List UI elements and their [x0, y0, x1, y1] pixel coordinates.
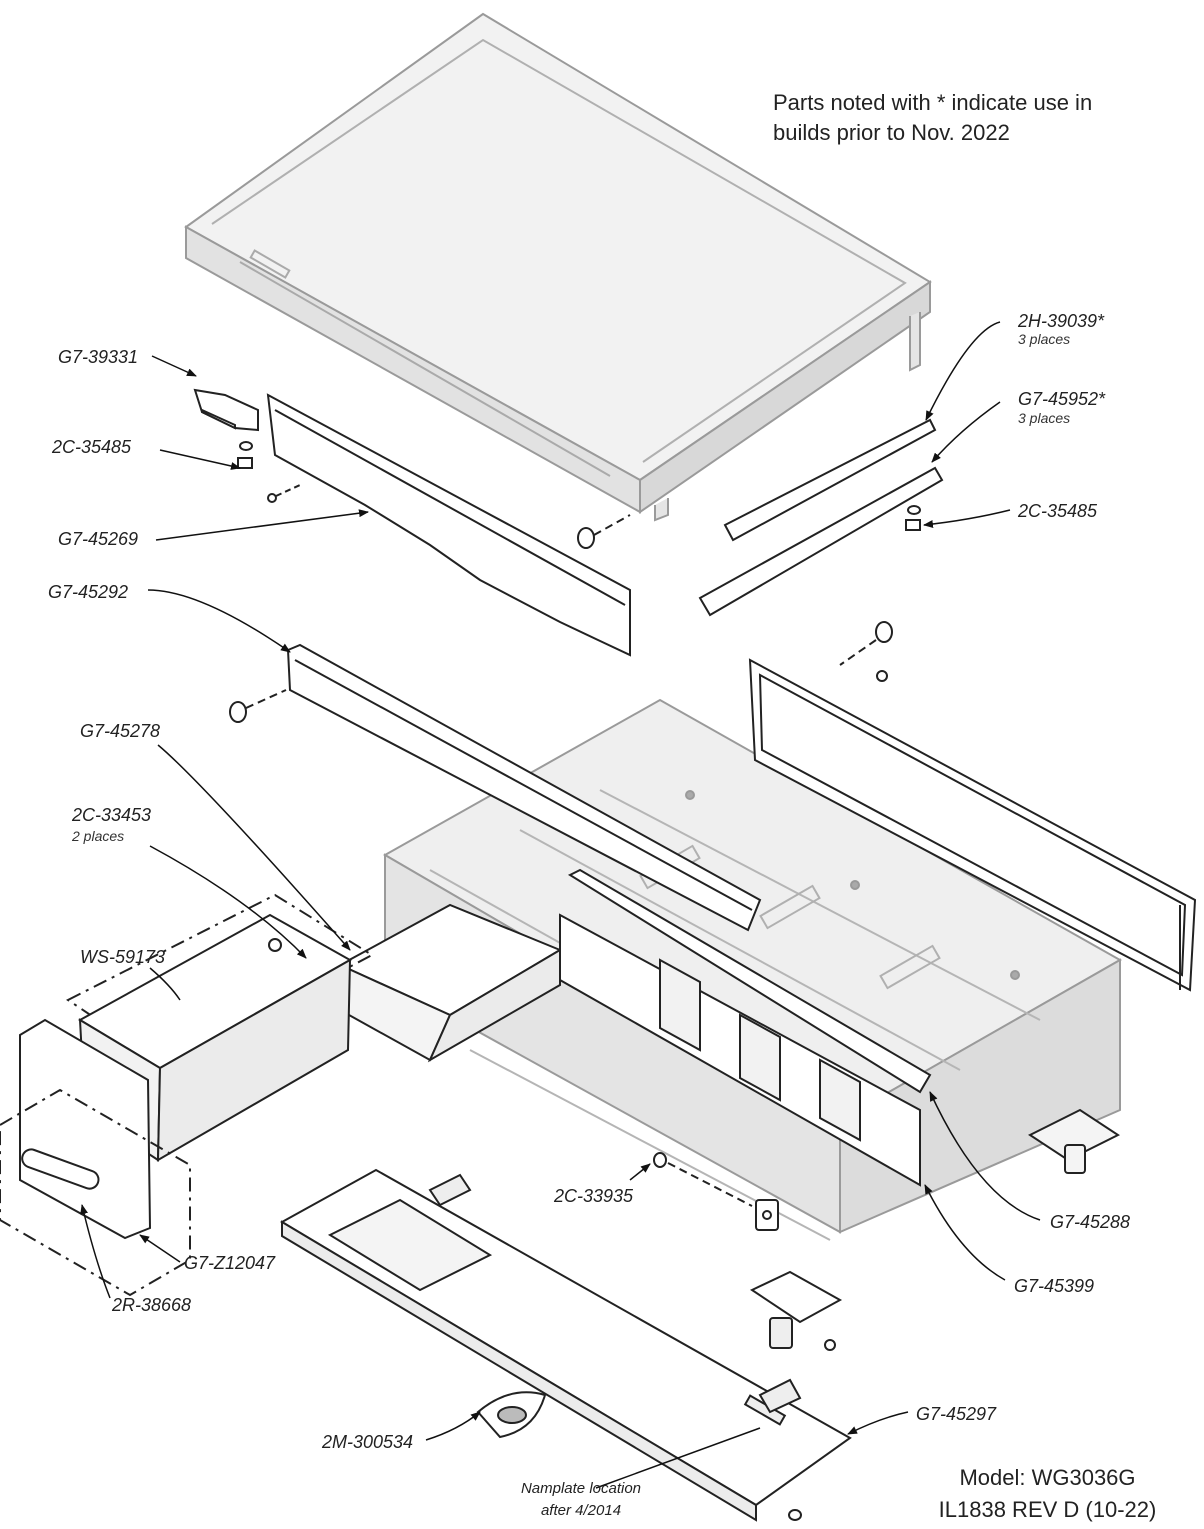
- clip-right: [755, 1199, 779, 1231]
- front-shelf: [279, 1168, 852, 1522]
- revision-line: IL1838 REV D (10-22): [938, 1497, 1157, 1522]
- prior-builds-note: Parts noted with * indicate use in build…: [773, 88, 1092, 148]
- leader-lines: [80, 321, 1041, 1489]
- part-sublabel-2h-39039: 3 places: [1018, 331, 1071, 347]
- part-label-ws-59173: WS-59173: [80, 947, 166, 967]
- screw-bottom: [788, 1509, 802, 1521]
- screw-knob-left: [229, 689, 287, 723]
- rail-upper-right: [723, 418, 937, 542]
- nameplate-line-2: after 4/2014: [540, 1502, 622, 1519]
- leg-assembly: [749, 1270, 843, 1351]
- part-label-2c-33935: 2C-33935: [554, 1186, 634, 1206]
- nut-washer-left: [237, 441, 253, 469]
- part-label-g7-45292: G7-45292: [48, 582, 129, 602]
- part-label-g7-45399: G7-45399: [1014, 1276, 1095, 1296]
- part-sublabel-2c-33453: 2 places: [72, 828, 125, 844]
- part-label-g7-45269: G7-45269: [58, 529, 139, 549]
- screw-small-left: [267, 484, 301, 503]
- part-label-2c-33453: 2C-33453: [72, 805, 152, 825]
- griddle-plate: [184, 12, 932, 522]
- front-panel: [559, 868, 932, 1187]
- front-rail: [286, 643, 762, 932]
- screw-2c-33935: [653, 1152, 753, 1207]
- part-label-2m-300534: 2M-300534: [322, 1432, 414, 1452]
- part-label-2h-39039: 2H-39039*: [1018, 311, 1105, 331]
- back-rail: [266, 393, 631, 657]
- nameplate-location-note: Namplate location after 4/2014: [486, 1478, 676, 1522]
- part-label-g7-39331: G7-39331: [58, 347, 139, 367]
- note-line-2: builds prior to Nov. 2022: [773, 120, 1010, 145]
- right-side-panel: [748, 658, 1197, 992]
- part-label-2c-35485-left: 2C-35485: [52, 437, 132, 457]
- note-line-1: Parts noted with * indicate use in: [773, 90, 1093, 115]
- screw-knob-upper: [577, 514, 631, 549]
- part-label-g7-45278: G7-45278: [80, 721, 161, 741]
- rail-lower-right: [698, 466, 944, 617]
- leg-assembly-rear: [1028, 1108, 1120, 1174]
- burner-box: [337, 903, 563, 1063]
- badge-tag: [476, 1391, 547, 1439]
- part-label-g7-45952: G7-45952*: [1018, 389, 1106, 409]
- model-block: Model: WG3036G IL1838 REV D (10-22): [905, 1462, 1190, 1526]
- part-label-g7-45288: G7-45288: [1050, 1212, 1131, 1232]
- part-label-g7-45297: G7-45297: [916, 1404, 997, 1424]
- part-sublabel-g7-45952: 3 places: [1018, 410, 1071, 426]
- model-line: Model: WG3036G: [959, 1465, 1136, 1490]
- part-label-g7-z12047: G7-Z12047: [184, 1253, 276, 1273]
- screw-knob-right: [839, 621, 893, 682]
- nut-washer-right: [905, 505, 921, 531]
- part-label-2r-38668: 2R-38668: [112, 1295, 192, 1315]
- grease-drawer: [0, 893, 375, 1297]
- bracket: [193, 388, 259, 432]
- part-label-2c-35485-right: 2C-35485: [1018, 501, 1098, 521]
- nameplate-line-1: Namplate location: [520, 1480, 642, 1497]
